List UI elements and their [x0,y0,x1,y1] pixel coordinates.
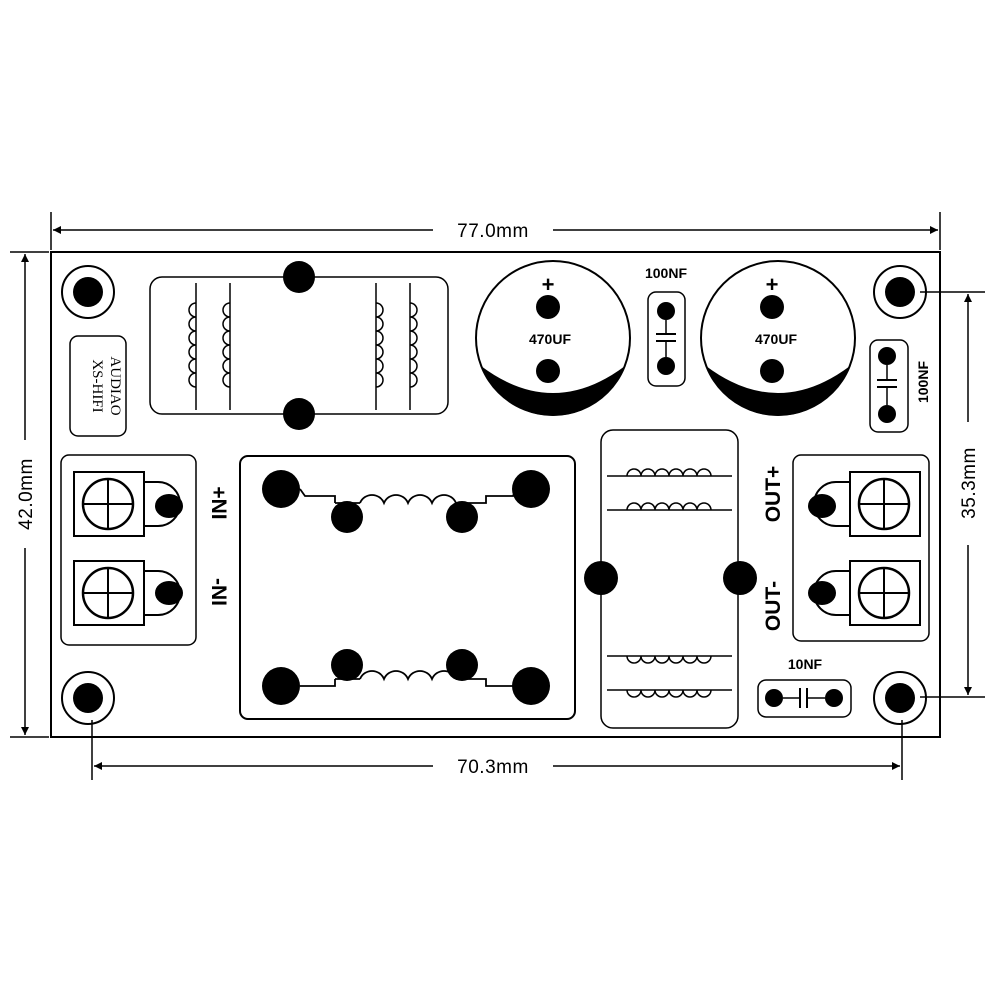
capacitor-10nf-bottom: 10NF [757,656,852,718]
input-screw-terminal-plus [73,471,183,537]
common-mode-choke-right [584,429,757,729]
electrolytic-capacitor-left: + 470UF [475,260,631,416]
dimension-right: 35.3mm [920,291,985,698]
output-plus-label: OUT+ [762,466,785,523]
dimension-left: 42.0mm [10,251,49,738]
electrolytic-capacitor-right: + 470UF [700,260,856,416]
mounting-hole-top-left [61,265,115,319]
dimension-left-label: 42.0mm [16,458,37,530]
input-screw-terminal-minus [73,560,183,626]
output-screw-terminal-minus [808,560,921,626]
cap-right-small-label: 100NF [915,361,931,403]
output-terminal-block: OUT+ OUT- [762,454,930,642]
common-mode-choke-top [149,261,449,430]
cap-right-polarity: + [766,272,779,297]
cap-left-polarity: + [542,272,555,297]
center-inductor-block [239,455,576,720]
cap-left-label: 470UF [529,331,571,347]
cap-right-label: 470UF [755,331,797,347]
input-terminal-block: +NI -NI [60,454,230,646]
inductor-bottom [262,649,550,705]
cap-top-small-label: 100NF [645,265,687,281]
inductor-top [262,470,550,533]
brand-box: XS-HIFI AUDIAO [69,335,127,437]
brand-line2: AUDIAO [107,356,123,415]
capacitor-100nf-right: 100NF [869,339,931,433]
output-screw-terminal-plus [808,471,921,537]
dimension-bottom-label: 70.3mm [457,757,529,778]
mounting-hole-top-right [873,265,927,319]
mounting-hole-bottom-right [873,671,927,725]
mounting-hole-bottom-left [61,671,115,725]
input-plus-label: +NI [207,486,230,519]
output-minus-label: OUT- [762,581,785,631]
input-minus-label: -NI [207,578,230,606]
board-outline [50,251,941,738]
cap-bottom-small-label: 10NF [788,656,823,672]
dimension-bottom: 70.3mm [91,720,903,780]
dimension-right-label: 35.3mm [959,447,980,519]
dimension-top-label: 77.0mm [457,221,529,242]
dimension-top: 77.0mm [50,212,941,250]
capacitor-100nf-top: 100NF [645,265,687,387]
brand-line1: XS-HIFI [89,359,105,412]
